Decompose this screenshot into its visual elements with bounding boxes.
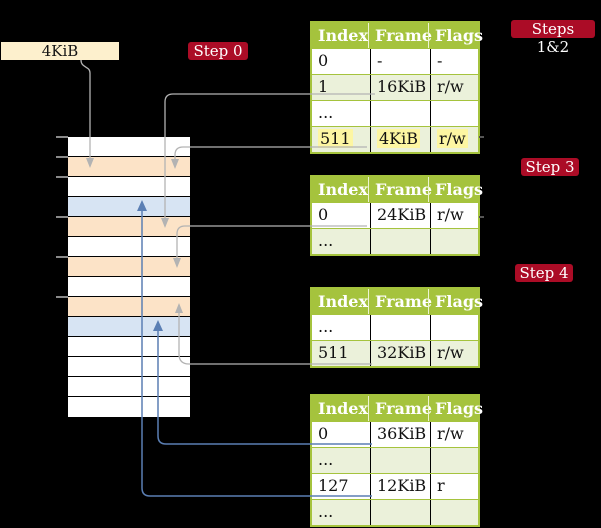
- memory-frame-row: [68, 397, 190, 417]
- cell-index: 0: [318, 205, 329, 224]
- column-header-frame: Frame: [368, 23, 432, 48]
- cell-frame: [370, 101, 430, 126]
- cell-flags: r/w: [430, 127, 478, 152]
- address-tick: [56, 296, 68, 298]
- memory-frame-row: [68, 317, 190, 337]
- page-table-level-1: Index Frame Flags 0 36KiB r/w ... 127 12…: [310, 394, 483, 527]
- memory-frame-row: [68, 337, 190, 357]
- badge-step-0: Step 0: [188, 42, 248, 60]
- column-header-frame: Frame: [368, 396, 432, 421]
- memory-frame-row: [68, 137, 190, 157]
- cell-flags: r/w: [430, 75, 478, 100]
- badge-step-3: Step 3: [521, 158, 579, 176]
- column-header-index: Index: [318, 292, 369, 311]
- cell-frame: 16KiB: [370, 75, 430, 100]
- table-row: ...: [312, 314, 478, 340]
- page-table-level-high: Index Frame Flags 0 - - 1 16KiB r/w ... …: [310, 21, 483, 154]
- table-row: ...: [312, 228, 478, 254]
- cell-frame: -: [370, 49, 430, 74]
- cell-flags: r/w: [430, 203, 478, 228]
- cell-frame: 12KiB: [370, 474, 430, 499]
- cell-frame: 32KiB: [370, 341, 430, 366]
- column-header-flags: Flags: [428, 289, 483, 314]
- table-row: ...: [312, 100, 478, 126]
- address-tick: [56, 136, 68, 138]
- column-header-index: Index: [318, 399, 369, 418]
- cell-index: 127: [318, 476, 349, 495]
- cell-flags: [430, 315, 478, 340]
- page-table-step-3: Index Frame Flags 0 24KiB r/w ...: [310, 175, 483, 256]
- table-header-row: Index Frame Flags: [312, 177, 483, 202]
- column-header-frame: Frame: [368, 177, 432, 202]
- cell-flags: [430, 500, 478, 525]
- highlighted-text: r/w: [437, 129, 468, 148]
- cell-index: 0: [318, 424, 329, 443]
- cell-frame: [370, 315, 430, 340]
- memory-frame-row: [68, 277, 190, 297]
- memory-frame-row: [68, 177, 190, 197]
- cell-index: ...: [318, 103, 334, 122]
- memory-frame-row: [68, 217, 190, 237]
- cell-flags: [430, 101, 478, 126]
- cell-index: ...: [318, 502, 334, 521]
- table-row: 511 32KiB r/w: [312, 340, 478, 366]
- address-tick: [56, 176, 68, 178]
- memory-frame-row: [68, 257, 190, 277]
- column-header-index: Index: [318, 26, 369, 45]
- cell-frame: 4KiB: [370, 127, 430, 152]
- badge-steps-1-2: Steps 1&2: [511, 20, 595, 56]
- table-row: 0 24KiB r/w: [312, 202, 478, 228]
- column-header-index: Index: [318, 180, 369, 199]
- table-row-highlighted: 511 4KiB r/w: [312, 126, 478, 152]
- address-tick: [56, 256, 68, 258]
- address-tick: [56, 156, 68, 158]
- cell-flags: r: [430, 474, 478, 499]
- column-header-flags: Flags: [428, 177, 483, 202]
- cell-frame: [370, 448, 430, 473]
- cell-index: ...: [318, 317, 334, 336]
- connector-stub: [479, 136, 484, 138]
- table-header-row: Index Frame Flags: [312, 23, 483, 48]
- cell-frame: [370, 500, 430, 525]
- cell-flags: [430, 448, 478, 473]
- cell-flags: [430, 229, 478, 254]
- highlighted-text: 511: [318, 129, 353, 148]
- connector-stub: [479, 216, 484, 218]
- cell-flags: r/w: [430, 341, 478, 366]
- physical-memory-column: [68, 137, 190, 417]
- column-header-flags: Flags: [428, 396, 483, 421]
- table-header-row: Index Frame Flags: [312, 289, 483, 314]
- badge-step-4: Step 4: [515, 264, 573, 282]
- address-tick: [56, 216, 68, 218]
- highlighted-text: 4KiB: [377, 129, 421, 148]
- cell-frame: 36KiB: [370, 422, 430, 447]
- memory-frame-row: [68, 237, 190, 257]
- cell-index: 1: [318, 77, 329, 96]
- page-table-step-4: Index Frame Flags ... 511 32KiB r/w: [310, 287, 483, 368]
- table-header-row: Index Frame Flags: [312, 396, 483, 421]
- frame-address-box: 4KiB: [1, 42, 119, 60]
- table-row: ...: [312, 499, 478, 525]
- memory-frame-row: [68, 197, 190, 217]
- table-row: 0 - -: [312, 48, 478, 74]
- column-header-flags: Flags: [428, 23, 483, 48]
- memory-frame-row: [68, 297, 190, 317]
- table-row: 127 12KiB r: [312, 473, 478, 499]
- table-row: ...: [312, 447, 478, 473]
- memory-frame-row: [68, 377, 190, 397]
- cell-index: 511: [318, 343, 349, 362]
- cell-flags: r/w: [430, 422, 478, 447]
- memory-frame-row: [68, 357, 190, 377]
- cell-index: 0: [318, 51, 329, 70]
- cell-frame: 24KiB: [370, 203, 430, 228]
- cell-index: ...: [318, 231, 334, 250]
- table-row: 0 36KiB r/w: [312, 421, 478, 447]
- cell-flags: -: [430, 49, 478, 74]
- memory-frame-row: [68, 157, 190, 177]
- cell-index: ...: [318, 450, 334, 469]
- cell-index: 511: [312, 127, 370, 152]
- table-row: 1 16KiB r/w: [312, 74, 478, 100]
- cell-frame: [370, 229, 430, 254]
- column-header-frame: Frame: [368, 289, 432, 314]
